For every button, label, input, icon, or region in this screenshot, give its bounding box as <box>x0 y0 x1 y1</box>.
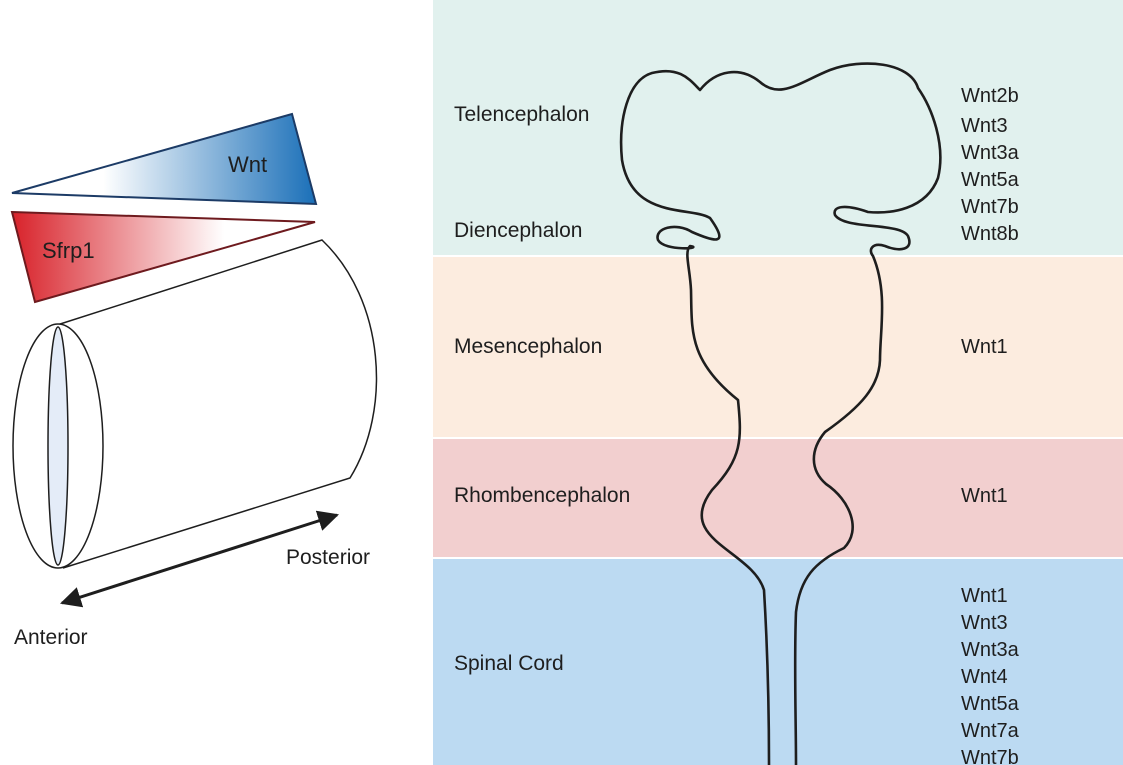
posterior-label: Posterior <box>286 546 370 569</box>
gene-label: Wnt7b <box>961 747 1019 765</box>
band-forebrain <box>433 0 1123 255</box>
region-label-rhombencephalon: Rhombencephalon <box>454 484 630 507</box>
gene-label: Wnt3 <box>961 612 1008 634</box>
gene-label: Wnt1 <box>961 585 1008 607</box>
gene-label: Wnt3a <box>961 639 1020 661</box>
gene-label: Wnt7a <box>961 720 1020 742</box>
gene-label: Wnt5a <box>961 169 1020 191</box>
gene-label: Wnt3a <box>961 142 1020 164</box>
gene-label: Wnt8b <box>961 223 1019 245</box>
neural-tube-lumen <box>48 327 68 565</box>
wnt-gradient-wedge <box>12 114 316 204</box>
region-label-telencephalon: Telencephalon <box>454 103 589 126</box>
region-label-spinal-cord: Spinal Cord <box>454 652 564 675</box>
genes-mesencephalon: Wnt1 <box>961 336 1008 358</box>
gene-label: Wnt1 <box>961 336 1008 358</box>
wnt-label: Wnt <box>228 152 267 177</box>
left-panel: Wnt Sfrp1 Posterior Anterior <box>12 114 376 649</box>
gene-label: Wnt5a <box>961 693 1020 715</box>
gene-label: Wnt4 <box>961 666 1008 688</box>
sfrp1-label: Sfrp1 <box>42 238 95 263</box>
region-label-mesencephalon: Mesencephalon <box>454 335 602 358</box>
region-label-diencephalon: Diencephalon <box>454 219 582 242</box>
genes-rhombencephalon: Wnt1 <box>961 485 1008 507</box>
gene-label: Wnt1 <box>961 485 1008 507</box>
anterior-label: Anterior <box>14 626 88 649</box>
gene-label: Wnt3 <box>961 115 1008 137</box>
gene-label: Wnt2b <box>961 85 1019 107</box>
gene-label: Wnt7b <box>961 196 1019 218</box>
right-panel: Telencephalon Diencephalon Mesencephalon… <box>433 0 1123 765</box>
